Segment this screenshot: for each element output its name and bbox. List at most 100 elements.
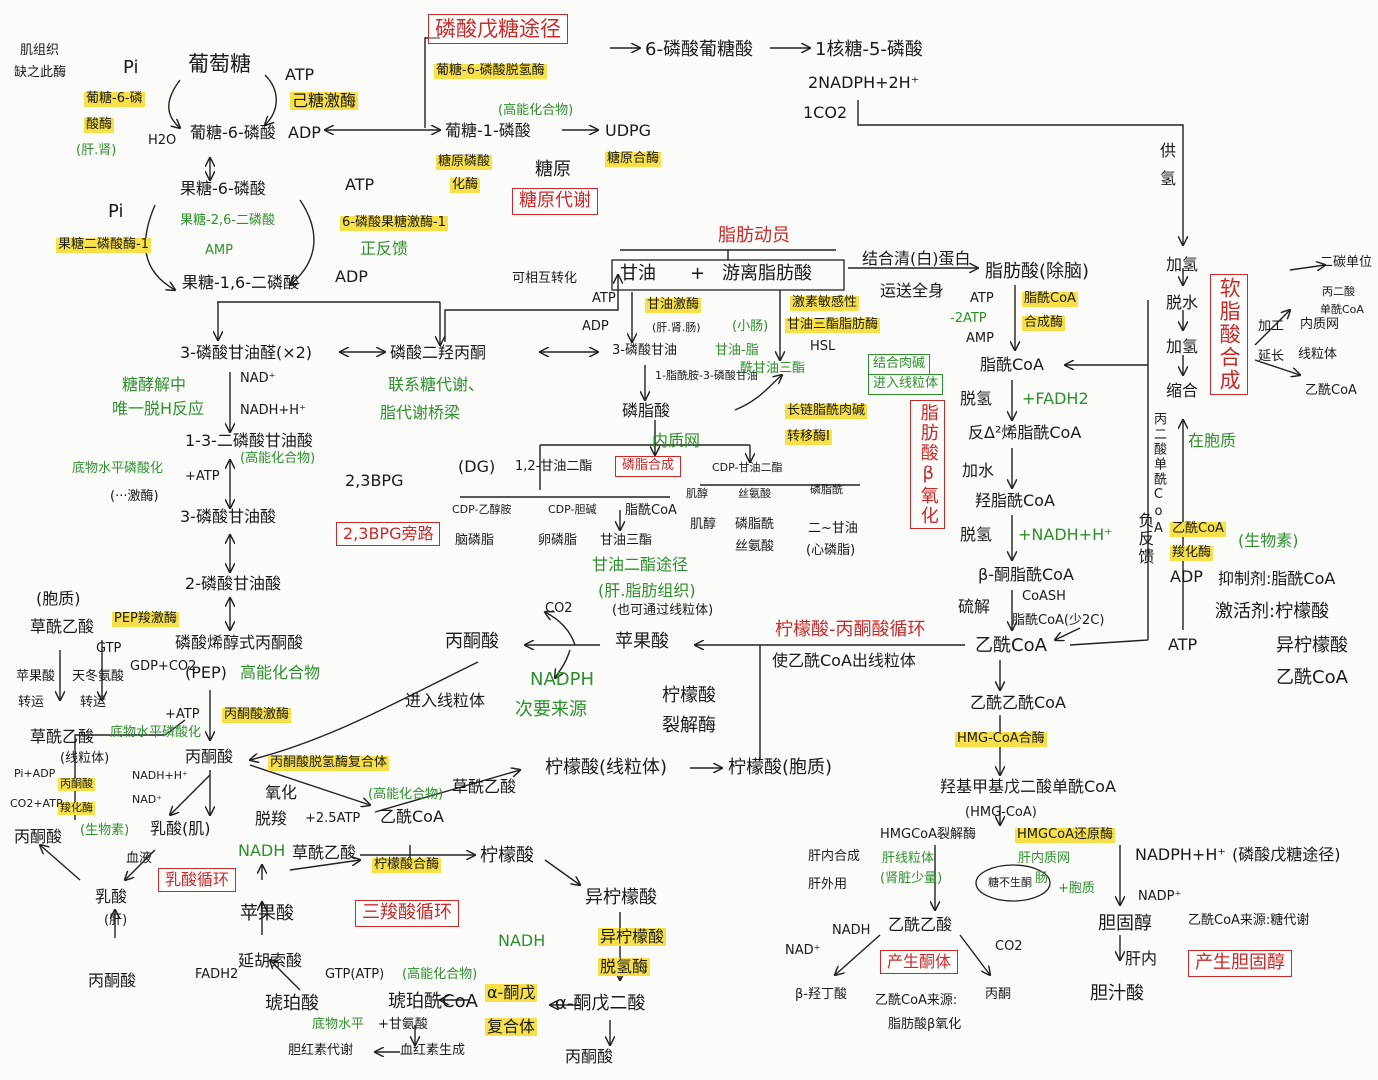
inositol: 肌醇 bbox=[686, 487, 708, 500]
liver-er: 肝内质网 bbox=[1018, 851, 1071, 866]
lactate-muscle: 乳酸(肌) bbox=[150, 819, 211, 838]
f26bp: 果糖-2,6-二磷酸 bbox=[180, 213, 276, 228]
glycerol-ester-note: 甘油-脂 bbox=[715, 343, 759, 358]
nadh-h: NADH+H⁺ bbox=[240, 403, 306, 418]
pyruvate-left: 丙酮酸 bbox=[14, 827, 63, 846]
citrate-mito: 柠檬酸(线粒体) bbox=[545, 757, 668, 778]
glucose-6-phosphate: 葡糖-6-磷酸 bbox=[190, 123, 276, 142]
hmg-coa-abbr: (HMG-CoA) bbox=[965, 805, 1037, 820]
fadh2-beta: +FADH2 bbox=[1022, 389, 1089, 408]
lecithin: 卵磷脂 bbox=[538, 533, 578, 548]
beta-oxidation-title: 脂肪酸β氧化 bbox=[910, 400, 945, 529]
carnitine-transferase-2: 转移酶Ⅰ bbox=[785, 429, 832, 445]
negative-feedback: 负反馈 bbox=[1135, 512, 1155, 566]
glycine: +甘氨酸 bbox=[378, 1017, 428, 1032]
nadh-ldh: NADH+H⁺ bbox=[132, 769, 188, 782]
g6pase-enzyme-2: 酸酶 bbox=[84, 117, 115, 133]
citrate-pyruvate-cycle: 柠檬酸-丙酮酸循环 bbox=[775, 619, 926, 640]
nadph-ppp: 2NADPH+2H⁺ bbox=[808, 73, 920, 92]
pyruvate-bottom: 丙酮酸 bbox=[565, 1047, 614, 1066]
malonyl-coa-right-2: 单酰CoA bbox=[1320, 303, 1364, 316]
only-dehydro-note: 糖酵解中 bbox=[122, 375, 187, 394]
co2-malic: CO2 bbox=[545, 601, 573, 616]
high-energy-note-3: 高能化合物 bbox=[240, 663, 321, 682]
lactate-cycle-title: 乳酸循环 bbox=[158, 868, 237, 893]
glycogen-synthase: 糖原合酶 bbox=[605, 151, 662, 167]
3-phosphoglycerate: 3-磷酸甘油酸 bbox=[180, 507, 276, 526]
phosphatidylinositol: 肌醇 bbox=[690, 517, 717, 532]
beta-oxidation-source: 脂肪酸β氧化 bbox=[888, 1017, 962, 1032]
succinate: 琥珀酸 bbox=[265, 993, 319, 1014]
atp-acyl-coa-synthase: ATP bbox=[970, 291, 994, 306]
atp-pfk: ATP bbox=[345, 175, 375, 194]
condensation: 缩合 bbox=[1166, 381, 1199, 400]
ppp-source: (磷酸戊糖途径) bbox=[1232, 845, 1341, 864]
hsl-enzyme: 甘油三酯脂肪酶 bbox=[785, 317, 881, 333]
nadh-idh: NADH bbox=[498, 931, 546, 950]
nadh-beta: +NADH+H⁺ bbox=[1018, 525, 1113, 544]
acc-enzyme-2: 羧化酶 bbox=[1170, 545, 1214, 561]
acetoacetate: 乙酰乙酸 bbox=[888, 915, 953, 934]
glycogen-phosphorylase-2: 化酶 bbox=[450, 177, 481, 193]
pi-left: Pi bbox=[108, 201, 124, 222]
acyl-coa-synthetase: 脂酰CoA bbox=[1022, 291, 1078, 307]
coash: CoASH bbox=[1022, 589, 1066, 604]
gtp-atp: GTP(ATP) bbox=[325, 967, 385, 982]
phosphatidylserine-2: 丝氨酸 bbox=[735, 539, 775, 554]
glucose-1-phosphate: 葡糖-1-磷酸 bbox=[445, 121, 531, 140]
citrate-synthase: 柠檬酸合酶 bbox=[372, 857, 442, 873]
high-energy-note-4: (高能化合物) bbox=[368, 787, 444, 802]
glycogen: 糖原 bbox=[535, 159, 571, 180]
free-fatty-acid: 游离脂肪酸 bbox=[722, 263, 812, 284]
malate-left: 苹果酸 bbox=[16, 669, 56, 684]
lactate-liver: 乳酸 bbox=[95, 887, 128, 906]
succinyl-coa: 琥珀酰CoA bbox=[388, 991, 478, 1012]
co2-atp: CO2+ATP bbox=[10, 797, 63, 810]
acetyl-coa-tca: 乙酰CoA bbox=[380, 807, 444, 826]
hmg-coa-lyase: HMGCoA裂解酶 bbox=[880, 827, 976, 842]
water-label: H2O bbox=[148, 133, 177, 148]
citrate-lyase: 柠檬酸 bbox=[662, 685, 716, 706]
nadh-ketone: NADH bbox=[832, 923, 871, 938]
cdp-dag: CDP-甘油二酯 bbox=[712, 461, 783, 474]
nad-plus: NAD⁺ bbox=[240, 371, 276, 386]
malate-center: 苹果酸 bbox=[615, 631, 669, 652]
biotin-left: (生物素) bbox=[80, 823, 130, 838]
only-dehydro-note-2: 唯一脱H反应 bbox=[112, 399, 205, 418]
enter-mito: 进入线粒体 bbox=[405, 691, 486, 710]
co2-ppp: 1CO2 bbox=[803, 103, 848, 122]
bile-acid: 胆汁酸 bbox=[1090, 983, 1144, 1004]
activator-note-3: 乙酰CoA bbox=[1276, 667, 1348, 688]
positive-feedback: 正反馈 bbox=[360, 239, 409, 258]
glycogen-metabolism-title: 糖原代谢 bbox=[512, 188, 598, 215]
glycogen-phosphorylase: 糖原磷酸 bbox=[436, 154, 493, 170]
acetyl-coa-source-2: 乙酰CoA来源:糖代谢 bbox=[1188, 913, 1310, 928]
nadph-malic: NADPH bbox=[530, 669, 595, 690]
acetyl-coa-right: 乙酰CoA bbox=[1305, 383, 1357, 398]
hydration: 加水 bbox=[962, 461, 995, 480]
akgdh-enzyme: α-酮戊 bbox=[485, 983, 538, 1003]
cardiolipin: 二~甘油 bbox=[808, 521, 858, 536]
citrate-pyruvate-note: 使乙酰CoA出线粒体 bbox=[772, 651, 916, 670]
pi-adp: Pi+ADP bbox=[14, 767, 56, 780]
activator-note-2: 异柠檬酸 bbox=[1276, 635, 1348, 656]
oxaloacetate-mito: 草酰乙酸 bbox=[30, 727, 95, 746]
nadp-plus: NADP⁺ bbox=[1138, 889, 1182, 904]
idh-enzyme-2: 脱氢酶 bbox=[598, 957, 651, 977]
inhibitor-note: 抑制剂:脂酰CoA bbox=[1218, 569, 1336, 588]
acetyl-coa: 乙酰CoA bbox=[975, 635, 1047, 656]
palmitate-synthesis-title: 软脂酸合成 bbox=[1210, 274, 1249, 395]
high-energy-note-5: (高能化合物) bbox=[402, 967, 478, 982]
ketoacyl-coa: β-酮脂酰CoA bbox=[978, 565, 1074, 584]
adp-glycerol-kinase: ADP bbox=[582, 319, 609, 334]
extrahepatic-use: 肝外用 bbox=[808, 877, 848, 892]
dg-label: (DG) bbox=[458, 457, 496, 476]
interconvert-note: 可相互转化 bbox=[512, 271, 578, 286]
malonyl-coa-right: 丙二酸 bbox=[1322, 285, 1355, 298]
nadh-mdh: NADH bbox=[238, 841, 286, 860]
elongation: 延长 bbox=[1258, 349, 1285, 364]
amp-acyl: AMP bbox=[966, 331, 994, 346]
atp-pgk: +ATP bbox=[185, 469, 220, 484]
atp-acc: ATP bbox=[1168, 635, 1198, 654]
fatty-acid-non-brain: 脂肪酸(除脑) bbox=[985, 261, 1090, 282]
